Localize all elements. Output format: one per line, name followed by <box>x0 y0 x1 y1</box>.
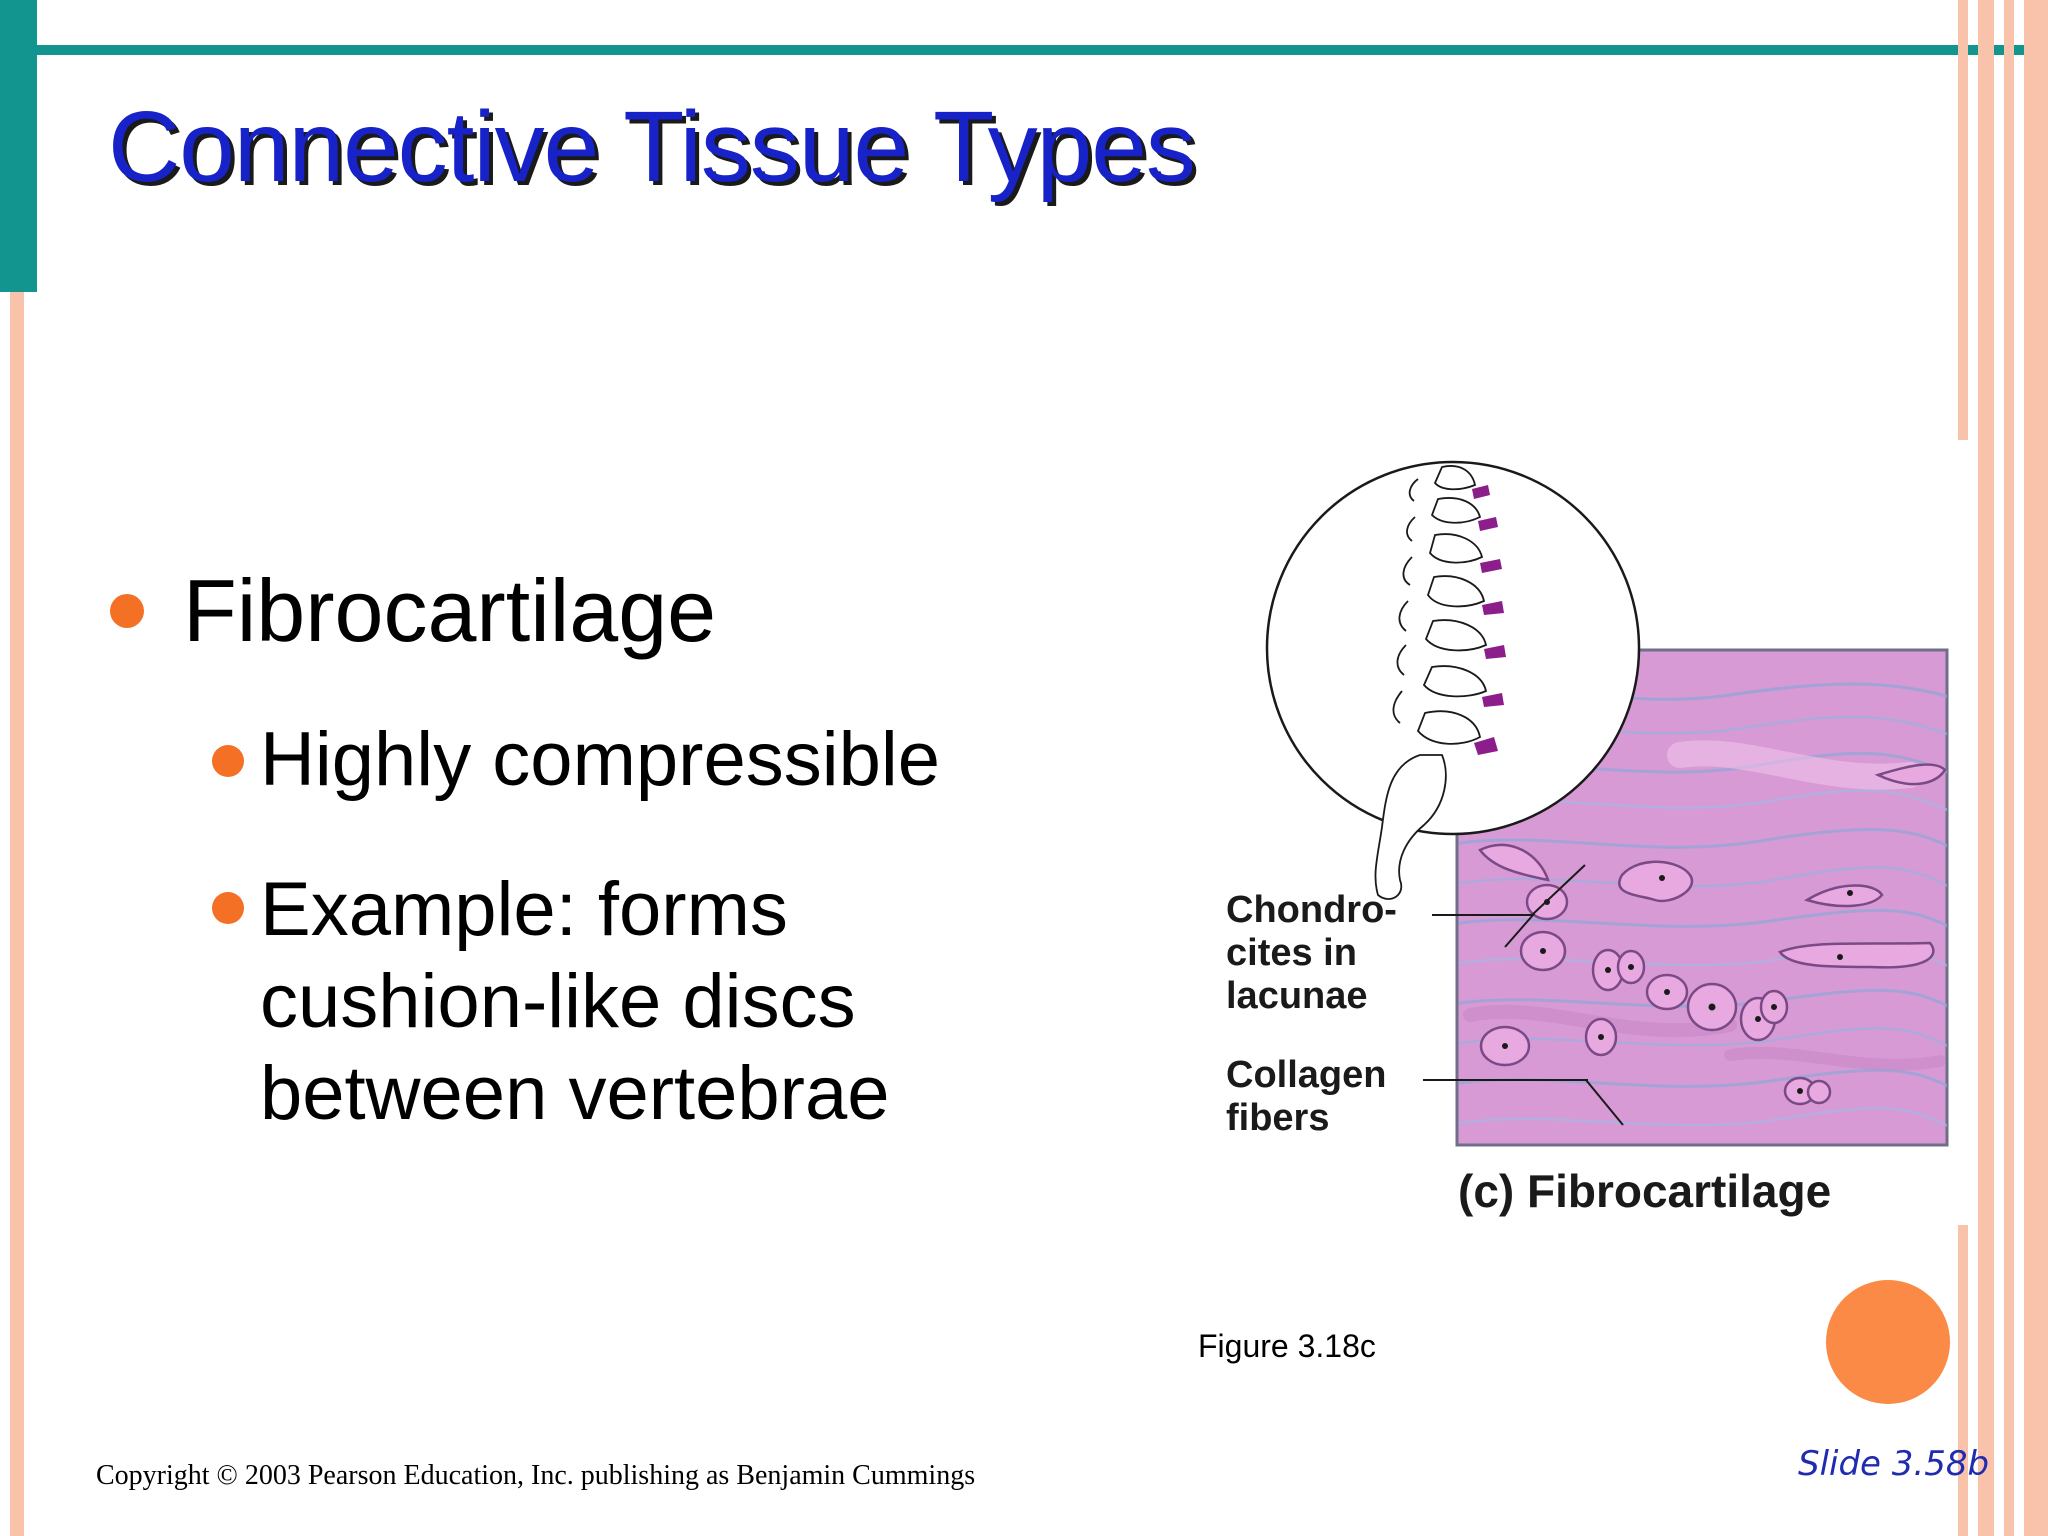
label-collagen-line: Collagen <box>1226 1054 1386 1096</box>
right-decor-stripe <box>1978 0 1994 1536</box>
label-collagen-line: fibers <box>1226 1097 1329 1139</box>
bullet-icon <box>212 745 244 777</box>
bullet-fibrocartilage: Fibrocartilage <box>183 561 717 660</box>
label-chondrocytes-line: cites in <box>1226 932 1357 974</box>
orange-circle-decoration <box>1826 1280 1950 1404</box>
bullet-icon <box>212 892 244 924</box>
right-decor-stripe <box>1958 0 1968 440</box>
right-decor-stripe <box>2024 0 2048 1536</box>
bullet-example-line: Example: forms <box>260 867 788 952</box>
bullet-example-line: cushion-like discs <box>260 959 856 1044</box>
leader-lines <box>1423 864 1624 1126</box>
label-chondrocytes-line: Chondro- <box>1226 889 1397 931</box>
teal-header-line <box>37 45 2033 55</box>
copyright-notice: Copyright © 2003 Pearson Education, Inc.… <box>96 1460 976 1491</box>
slide-title: Connective Tissue Types <box>108 91 1196 203</box>
bullet-example: Example: forms cushion-like discs betwee… <box>260 864 890 1140</box>
spine-magnifier-circle <box>1265 460 1641 900</box>
right-decor-stripe <box>2004 0 2014 1536</box>
left-decor-stripe <box>10 0 24 1536</box>
bullet-highly-compressible: Highly compressible <box>260 717 941 802</box>
figure-caption: Figure 3.18c <box>1198 1328 1376 1364</box>
teal-corner-block <box>0 0 37 292</box>
fibrocartilage-figure: Chondro- cites in lacunae Collagen fiber… <box>1226 460 1949 1217</box>
bullet-icon <box>110 594 144 628</box>
bullet-example-line: between vertebrae <box>260 1051 890 1136</box>
figure-panel-label: (c) Fibrocartilage <box>1458 1165 1831 1217</box>
right-decor-stripe <box>1958 1225 1968 1536</box>
right-stripe-gap <box>1958 440 1968 1220</box>
label-chondrocytes-line: lacunae <box>1226 975 1368 1017</box>
figure-labels: Chondro- cites in lacunae Collagen fiber… <box>1226 889 1831 1217</box>
intervertebral-discs <box>1472 485 1506 755</box>
vertebrae-illustration <box>1374 465 1488 900</box>
slide-number: Slide 3.58b <box>1798 1444 1990 1484</box>
